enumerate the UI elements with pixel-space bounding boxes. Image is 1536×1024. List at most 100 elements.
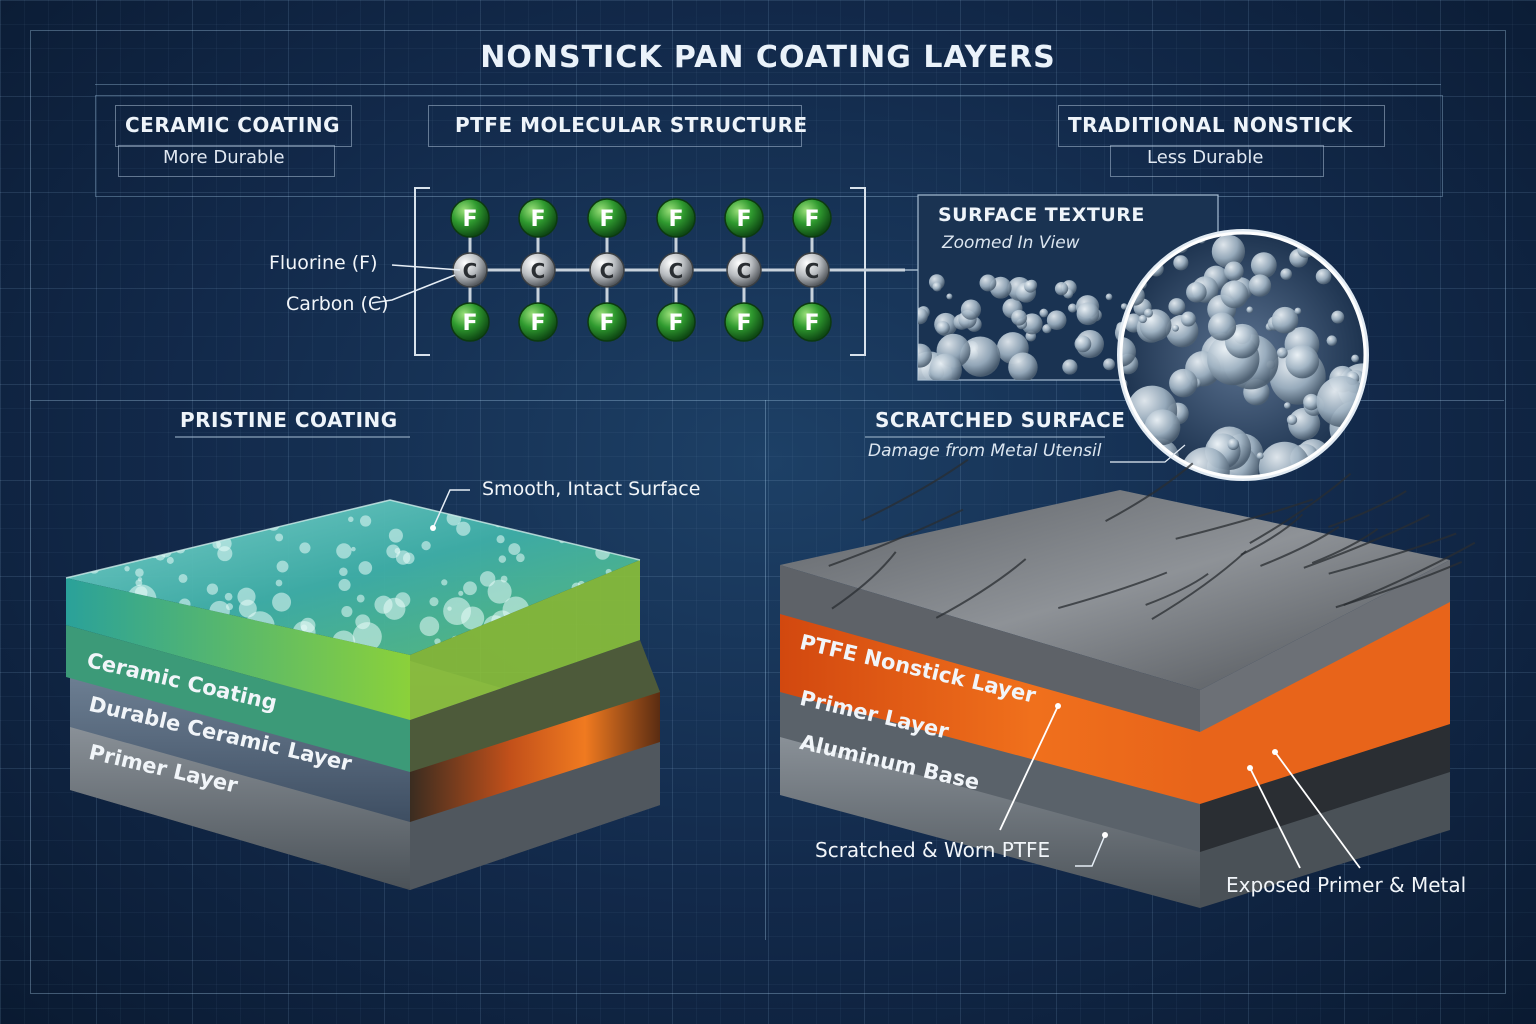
texture-bubble	[1103, 358, 1115, 371]
svg-text:F: F	[736, 311, 751, 336]
zoom-bubble	[1286, 414, 1298, 426]
scratch-mark	[1260, 526, 1340, 567]
scratch-mark	[935, 558, 1027, 619]
header-rule	[95, 84, 1441, 85]
ceramic-bubble	[348, 516, 354, 523]
svg-text:F: F	[530, 311, 545, 336]
ceramic-bubble	[218, 530, 224, 537]
texture-bubble	[1039, 308, 1049, 318]
ceramic-bubble	[137, 577, 143, 582]
ceramic-bubble	[394, 547, 401, 554]
ceramic-bubble	[419, 616, 440, 637]
ceramic-bubble	[374, 595, 393, 614]
svg-text:F: F	[462, 207, 477, 232]
zoom-bubble	[1303, 393, 1320, 411]
fluorine-atom: F	[792, 302, 832, 342]
carbon-atom: C	[520, 252, 556, 288]
ceramic-bubble	[613, 532, 620, 538]
ceramic-bubble	[299, 542, 311, 554]
ceramic-heading-box	[115, 105, 352, 147]
scratch-mark	[1175, 498, 1314, 540]
ceramic-bubble	[487, 579, 512, 604]
texture-bubble	[1067, 303, 1078, 313]
zoom-bubble	[1256, 452, 1264, 460]
texture-bubble	[1120, 303, 1128, 310]
texture-bubble	[1054, 282, 1069, 296]
texture-bubble	[929, 353, 962, 380]
ceramic-bubble	[351, 546, 356, 552]
zoom-bubble	[1227, 438, 1240, 451]
scratch-mark	[1105, 462, 1194, 523]
ceramic-bubble	[339, 567, 348, 576]
scratch-mark	[1303, 514, 1430, 569]
page-title: NONSTICK PAN COATING LAYERS	[480, 40, 1056, 75]
ceramic-bubble	[336, 543, 352, 559]
ceramic-sub: More Durable	[163, 147, 285, 168]
fluorine-label: Fluorine (F)	[269, 252, 378, 274]
zoom-bubble	[1276, 347, 1288, 359]
ceramic-bubble	[500, 575, 508, 583]
fluorine-atom: F	[518, 302, 558, 342]
texture-bubble	[1024, 280, 1037, 293]
surface-texture-panel	[917, 194, 1369, 481]
scratch-mark	[1058, 571, 1168, 610]
zoom-bubble	[1324, 451, 1351, 477]
zoom-bubble	[1180, 311, 1196, 327]
ceramic-bubble	[149, 540, 160, 551]
fluorine-atom: F	[587, 302, 627, 342]
zoom-bubble	[1283, 402, 1291, 409]
pristine-callout: Smooth, Intact Surface	[482, 478, 701, 500]
pristine-block	[65, 499, 660, 890]
zoom-bubble	[1351, 354, 1360, 363]
ceramic-bubble	[237, 587, 256, 606]
fluorine-atom: F	[724, 302, 764, 342]
fluorine-atom: F	[656, 198, 696, 238]
ceramic-bubble	[586, 507, 601, 522]
texture-bubble	[960, 299, 982, 320]
texture-bubble	[918, 343, 932, 368]
fluorine-atom: F	[656, 302, 696, 342]
zoom-bubble	[1248, 274, 1272, 297]
traditional-heading: TRADITIONAL NONSTICK	[1068, 113, 1353, 137]
fluorine-atom: F	[450, 198, 490, 238]
zoom-bubble	[1144, 308, 1153, 318]
ceramic-bubble	[441, 579, 448, 586]
zoom-bubble	[1169, 368, 1198, 398]
header-frame	[95, 95, 1443, 197]
carbon-atom: C	[589, 252, 625, 288]
texture-bubble	[936, 321, 950, 335]
pristine-heading: PRISTINE COATING	[180, 408, 398, 432]
svg-text:C: C	[600, 259, 615, 283]
scratch-mark	[1240, 513, 1304, 556]
fluorine-atom: F	[724, 198, 764, 238]
scratched-callout-worn: Scratched & Worn PTFE	[815, 838, 1051, 862]
ceramic-bubble	[421, 540, 431, 551]
carbon-atom: C	[794, 252, 830, 288]
ceramic-bubble	[220, 525, 230, 536]
zoom-bubble	[1207, 312, 1237, 341]
ceramic-bubble	[341, 605, 353, 618]
zoom-bubble	[1186, 281, 1207, 303]
ceramic-bubble	[388, 528, 403, 543]
zoom-bubble	[1326, 335, 1338, 346]
zoom-bubble	[1331, 310, 1345, 324]
scratch-mark	[1151, 550, 1247, 621]
scratch-mark	[1145, 572, 1209, 606]
zoom-bubble	[1285, 344, 1320, 379]
ceramic-bubble	[493, 509, 502, 518]
zoom-bubble	[1294, 307, 1302, 315]
ceramic-heading: CERAMIC COATING	[125, 113, 341, 137]
ceramic-bubble	[429, 597, 439, 607]
ceramic-bubble	[608, 514, 623, 529]
ceramic-bubble	[583, 520, 590, 527]
svg-text:C: C	[531, 259, 546, 283]
zoom-bubble	[1258, 441, 1311, 477]
ceramic-bubble	[300, 617, 316, 633]
svg-text:F: F	[804, 207, 819, 232]
ceramic-bubble	[496, 535, 505, 544]
ptfe-heading-box	[428, 105, 802, 147]
center-divider	[765, 400, 766, 940]
scratch-mark	[828, 508, 964, 567]
ceramic-bubble	[275, 533, 284, 542]
